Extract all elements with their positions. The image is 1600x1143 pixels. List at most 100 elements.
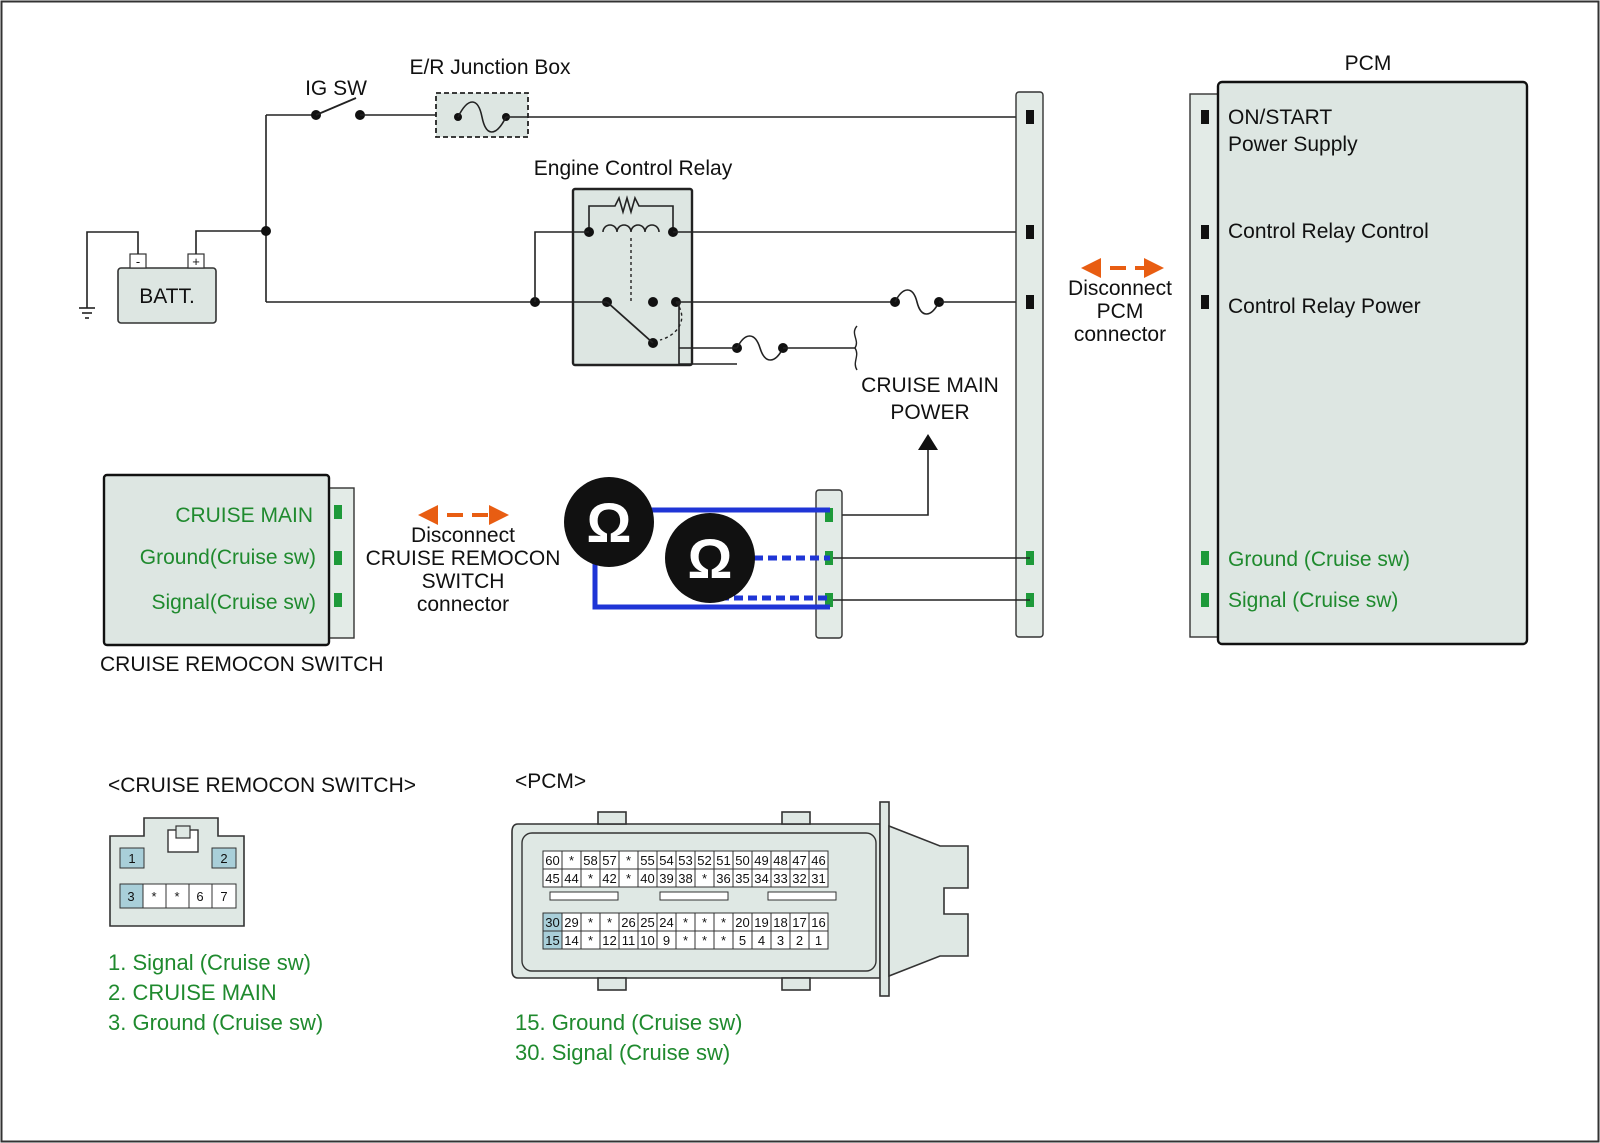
pcm-pin-label: *	[702, 915, 707, 930]
switch-pin-6: 6	[196, 889, 203, 904]
pcm-pin-label: 55	[640, 853, 654, 868]
pcm-pin-label: *	[588, 915, 593, 930]
fuse-cruise	[736, 335, 784, 361]
pcm-pin-label: *	[683, 933, 688, 948]
pcm-pin-label: 31	[811, 871, 825, 886]
ohm-symbol-1: Ω	[587, 491, 632, 554]
ig-sw-label: IG SW	[305, 77, 367, 100]
pcm-pin-label: 26	[621, 915, 635, 930]
disconnect-pcm-arrows: Disconnect PCM connector	[1068, 258, 1172, 346]
pcm-pin-label: 35	[735, 871, 749, 886]
pcm-pin-label: 30	[545, 915, 559, 930]
pcm-pin-label: 24	[659, 915, 673, 930]
pcm-pin-signal: Signal (Cruise sw)	[1228, 589, 1398, 612]
cruise-main-power-label-2: POWER	[890, 401, 969, 424]
pcm-pin-label: 49	[754, 853, 768, 868]
cruise-main-power-label-1: CRUISE MAIN	[861, 374, 999, 397]
switch-pin-ground: Ground(Cruise sw)	[140, 546, 316, 569]
pcm-pin-label: 48	[773, 853, 787, 868]
ohm-symbol-2: Ω	[688, 527, 733, 590]
pcm-title: PCM	[1345, 52, 1392, 75]
pcm-pin-label: 51	[716, 853, 730, 868]
switch-pin-4: *	[151, 889, 156, 904]
pcm-pin-label: 34	[754, 871, 768, 886]
pcm-pin-label: 19	[754, 915, 768, 930]
pcm-pin-label: 32	[792, 871, 806, 886]
pcm-pin-label: 17	[792, 915, 806, 930]
pcm-pin-label: 11	[622, 933, 636, 948]
switch-legend-2: 2. CRUISE MAIN	[108, 980, 277, 1005]
pcm-pin-label: 40	[640, 871, 654, 886]
pcm-pin-label: 3	[777, 933, 784, 948]
pcm-pin-label: *	[588, 871, 593, 886]
pcm-pin-on-start-1: ON/START	[1228, 106, 1332, 129]
pcm-pin-label: 53	[678, 853, 692, 868]
junction-box-label: E/R Junction Box	[409, 56, 571, 79]
pcm-pin-label: *	[626, 871, 631, 886]
pcm-pin-label: 16	[811, 915, 825, 930]
pcm-pin-label: *	[721, 933, 726, 948]
disconnect-switch-line-2: CRUISE REMOCON	[366, 547, 561, 570]
pcm-pin-label: *	[683, 915, 688, 930]
pcm-pin-label: 33	[773, 871, 787, 886]
pcm-pin-relay-control: Control Relay Control	[1228, 220, 1429, 243]
pcm-pin-label: *	[588, 933, 593, 948]
pcm-pin-label: 18	[773, 915, 787, 930]
switch-pin-5: *	[174, 889, 179, 904]
ground-symbol	[79, 307, 95, 319]
pcm-legend-2: 30. Signal (Cruise sw)	[515, 1040, 730, 1065]
relay-label: Engine Control Relay	[534, 157, 733, 180]
pcm-pin-label: 39	[659, 871, 673, 886]
cruise-power-arrow	[918, 434, 938, 450]
disconnect-switch-line-1: Disconnect	[411, 524, 515, 547]
pcm-pin-label: 12	[602, 933, 616, 948]
pcm-pin-label: 42	[602, 871, 616, 886]
battery-plus-label: +	[192, 254, 200, 269]
pcm-pin-ground: Ground (Cruise sw)	[1228, 548, 1410, 571]
pcm-pin-label: 54	[659, 853, 673, 868]
pcm-pin-label: 14	[564, 933, 578, 948]
pcm-pin-label: 36	[716, 871, 730, 886]
power-circuit: - + BATT. IG SW E/R Junction Box Engine …	[79, 56, 1030, 516]
pcm-pin-label: 47	[792, 853, 806, 868]
switch-connector-title: <CRUISE REMOCON SWITCH>	[108, 774, 416, 797]
switch-connector-face: <CRUISE REMOCON SWITCH> 1 2 3 * * 6 7 1.…	[108, 774, 416, 1035]
pcm-pin-label: 52	[697, 853, 711, 868]
switch-pin-3: 3	[127, 889, 134, 904]
pcm-pin-label: 15	[545, 933, 559, 948]
pcm-pin-label: *	[607, 915, 612, 930]
pcm-harness-strip	[1015, 91, 1044, 638]
pcm-module: PCM ON/START Power Supply Control Relay …	[1189, 52, 1529, 646]
pcm-pin-cell	[808, 868, 829, 888]
switch-pin-cruise-main: CRUISE MAIN	[175, 504, 313, 527]
switch-pin-signal: Signal(Cruise sw)	[151, 591, 316, 614]
pcm-pin-label: 45	[545, 871, 559, 886]
ohmmeter-2: Ω	[665, 513, 755, 603]
pcm-pin-label: *	[569, 853, 574, 868]
switch-legend-1: 1. Signal (Cruise sw)	[108, 950, 311, 975]
pcm-pin-label: 9	[663, 933, 670, 948]
ohmmeter-1: Ω	[564, 477, 654, 567]
disconnect-pcm-line-1: Disconnect	[1068, 277, 1172, 300]
pcm-pin-label: 29	[564, 915, 578, 930]
pcm-legend-1: 15. Ground (Cruise sw)	[515, 1010, 742, 1035]
pcm-pin-label: 25	[640, 915, 654, 930]
pcm-pin-label: 5	[739, 933, 746, 948]
switch-pin-7: 7	[220, 889, 227, 904]
pcm-pin-on-start-2: Power Supply	[1228, 133, 1358, 156]
pcm-pin-label: *	[702, 933, 707, 948]
pcm-pin-label: *	[626, 853, 631, 868]
cruise-remocon-switch: CRUISE MAIN Ground(Cruise sw) Signal(Cru…	[100, 473, 384, 676]
switch-name-label: CRUISE REMOCON SWITCH	[100, 653, 384, 676]
pcm-pin-label: *	[721, 915, 726, 930]
pcm-pin-label: 1	[815, 933, 822, 948]
switch-pin-2: 2	[220, 851, 227, 866]
pcm-pin-label: 2	[796, 933, 803, 948]
disconnect-pcm-line-3: connector	[1074, 323, 1166, 346]
disconnect-switch-line-4: connector	[417, 593, 509, 616]
disconnect-switch-line-3: SWITCH	[422, 570, 505, 593]
